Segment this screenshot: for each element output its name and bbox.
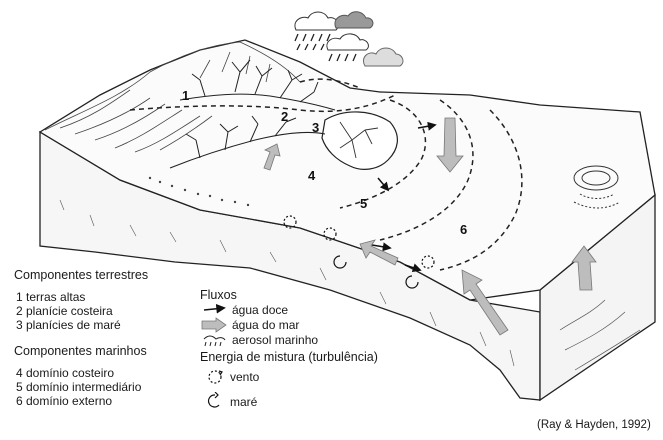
cloud-rain-icon-2: [326, 33, 369, 62]
wide-arrow-icon: [201, 317, 227, 333]
legend-wind: vento: [230, 370, 260, 384]
zone-label-1: 1: [182, 88, 189, 103]
spray-icon: [203, 335, 226, 347]
terrestrial-item-2: 2 planície costeira: [16, 304, 113, 318]
mixing-header: Energia de mistura (turbulência): [200, 350, 378, 364]
legend-tide: maré: [230, 395, 258, 409]
marine-item-6: 6 domínio externo: [16, 394, 113, 408]
terrestrial-item-3: 3 planícies de maré: [16, 318, 121, 332]
zone-label-2: 2: [281, 109, 288, 124]
terrestrial-item-1: 1 terras altas: [16, 290, 86, 304]
marine-item-4: 4 domínio costeiro: [16, 366, 115, 380]
legend-sea-spray: aerosol marinho: [232, 333, 319, 347]
arrow-icon: [203, 304, 226, 314]
front-face-texture: [59, 199, 515, 367]
estuary-tidal-flat: [321, 111, 398, 170]
terrestrial-header: Componentes terrestres: [14, 268, 149, 282]
circle-arrow-icon: [207, 392, 220, 408]
river-network-lower: [169, 115, 326, 169]
legend-sea-water: água do mar: [232, 318, 300, 332]
river-network-upper: [179, 59, 336, 111]
zone-label-3: 3: [312, 120, 319, 135]
mixing-tide-markers: [333, 255, 419, 289]
right-face-texture: [559, 299, 641, 371]
sea-water-arrows: [263, 117, 597, 336]
cloud-icon: [362, 47, 404, 67]
zone-label-5: 5: [360, 196, 367, 211]
offshore-vortex: [573, 165, 621, 209]
citation: (Ray & Hayden, 1992): [537, 419, 651, 431]
marine-item-5: 5 domínio intermediário: [16, 380, 142, 394]
flows-header: Fluxos: [200, 288, 237, 302]
dashed-circle-arrow-icon: [208, 370, 223, 384]
coastal-vegetation: [148, 176, 250, 207]
zone-label-6: 6: [460, 222, 467, 237]
legend-fresh-water: água doce: [232, 303, 289, 317]
fresh-water-arrows: [371, 121, 437, 272]
marine-header: Componentes marinhos: [14, 344, 147, 358]
cloud-dark-icon: [334, 11, 374, 29]
domain-boundaries: [129, 78, 523, 271]
zone-label-4: 4: [308, 168, 316, 183]
mixing-wind-markers: [283, 215, 435, 269]
